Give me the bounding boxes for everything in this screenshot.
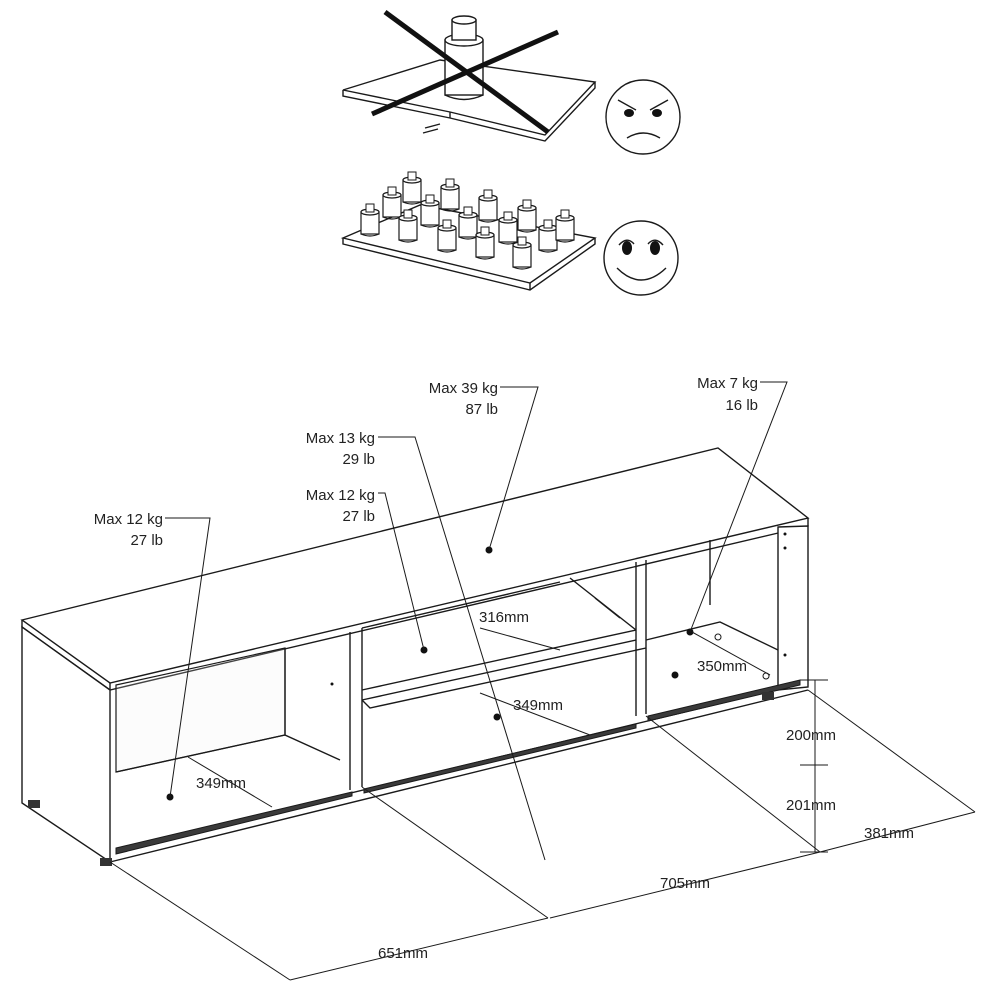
happy-face-icon [603,220,679,296]
load-kg: Max 12 kg [94,511,163,528]
dim-shelf-right: 350mm [697,658,747,675]
dim-width-left: 651mm [378,945,428,962]
weight-icon [538,219,558,253]
load-kg: Max 12 kg [306,487,375,504]
load-lb: 87 lb [465,401,498,418]
weight-icon [498,211,518,245]
concentrated-load-prohibited-icon [342,9,597,142]
load-kg: Max 7 kg [697,375,758,392]
weight-icon [440,178,460,212]
load-label-top: Max 39 kg 87 lb [429,380,498,418]
weight-icon [555,209,575,243]
angry-face-icon [605,79,681,155]
weight-icon [512,236,532,270]
dim-height-lower: 201mm [786,797,836,814]
weight-icon [437,219,457,253]
dim-shelf-left: 349mm [196,775,246,792]
load-lb: 27 lb [342,508,375,525]
weight-icon [478,189,498,223]
load-lb: 16 lb [725,397,758,414]
leader-lines [165,381,788,861]
weight-icon [475,226,495,260]
weight-icon [398,209,418,243]
dim-depth: 381mm [864,825,914,842]
dim-width-right: 705mm [660,875,710,892]
dimension-lines [109,627,976,981]
load-kg: Max 39 kg [429,380,498,397]
dim-shelf-middle-lower: 349mm [513,697,563,714]
weight-icon [458,206,478,240]
weight-icon [382,186,402,220]
weight-icon [360,203,380,237]
dim-height-upper: 200mm [786,727,836,744]
load-lb: 27 lb [130,532,163,549]
weight-icon [517,199,537,233]
load-kg: Max 13 kg [306,430,375,447]
weight-group [360,171,575,270]
tv-bench [20,447,810,866]
load-label-middle-lower: Max 13 kg 29 lb [306,430,375,468]
weight-icon [402,171,422,205]
load-lb: 29 lb [342,451,375,468]
weight-icon [420,194,440,228]
dim-shelf-middle-upper: 316mm [479,609,529,626]
load-label-middle-upper: Max 12 kg 27 lb [306,487,375,525]
load-label-left: Max 12 kg 27 lb [94,511,163,549]
load-label-right: Max 7 kg 16 lb [697,375,758,414]
